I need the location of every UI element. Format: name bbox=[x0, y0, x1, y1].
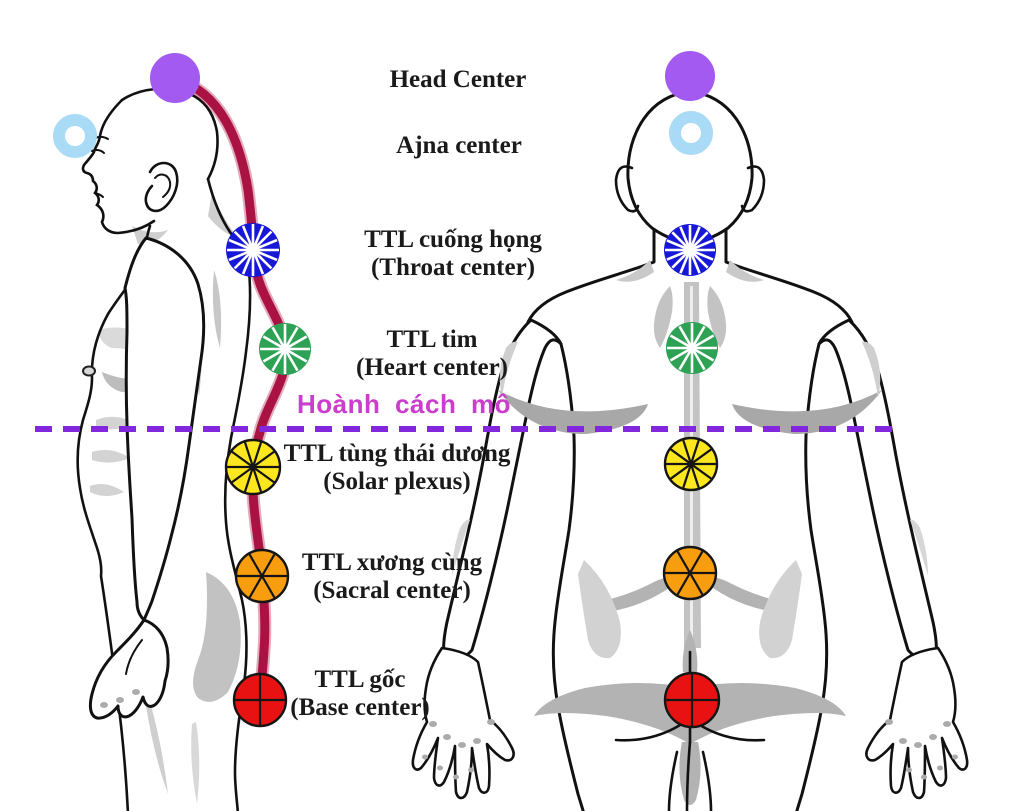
side-ear bbox=[144, 161, 179, 213]
label-ajna-center: Ajna center bbox=[396, 132, 522, 160]
back-right-ear bbox=[740, 165, 766, 213]
back-left-ear bbox=[614, 165, 640, 213]
side-hand bbox=[88, 618, 170, 720]
chakra-throat-side bbox=[226, 223, 280, 277]
label-sacral-vietnamese: TTL xương cùng bbox=[301, 549, 483, 576]
chakra-base-side bbox=[232, 672, 288, 728]
chakra-head-side bbox=[150, 53, 200, 103]
back-left-arm bbox=[442, 318, 563, 660]
label-base-english: (Base center) bbox=[290, 694, 430, 721]
label-solar-plexus: TTL tùng thái dương (Solar plexus) bbox=[284, 440, 511, 496]
chakra-solar-side bbox=[224, 438, 282, 496]
back-right-arm bbox=[817, 318, 938, 660]
label-diaphragm: Hoành cách mô bbox=[297, 390, 511, 418]
side-nipple bbox=[82, 365, 96, 377]
side-body-figure bbox=[76, 87, 252, 811]
label-sacral-english: (Sacral center) bbox=[313, 577, 471, 604]
side-mouth bbox=[94, 192, 104, 198]
side-ear-inner bbox=[154, 173, 172, 198]
label-base-vietnamese: TTL gốc bbox=[314, 666, 406, 693]
label-heart-vietnamese: TTL tim bbox=[386, 326, 478, 353]
label-diaphragm-text: Hoành cách mô bbox=[296, 389, 512, 419]
back-left-hand bbox=[411, 646, 515, 800]
chakra-sacral-side bbox=[234, 548, 290, 604]
spine-energy-line bbox=[172, 75, 291, 705]
chakra-layer bbox=[53, 51, 721, 729]
label-head-center: Head Center bbox=[390, 66, 527, 94]
chakra-head-back bbox=[665, 51, 715, 101]
chakra-solar-back bbox=[663, 436, 719, 492]
side-thumb-line bbox=[125, 639, 143, 675]
label-solar-english: (Solar plexus) bbox=[323, 468, 471, 495]
label-base-center: TTL gốc (Base center) bbox=[290, 666, 430, 722]
chakra-sacral-back bbox=[662, 545, 718, 601]
label-solar-vietnamese: TTL tùng thái dương bbox=[283, 440, 511, 467]
label-head-center-text: Head Center bbox=[389, 66, 527, 93]
back-body-figure bbox=[411, 90, 969, 811]
label-throat-english: (Throat center) bbox=[370, 254, 536, 281]
chakra-ajna-side bbox=[53, 114, 97, 158]
label-throat-vietnamese: TTL cuống họng bbox=[364, 226, 542, 253]
side-skull-outline bbox=[120, 87, 219, 181]
chakra-base-back bbox=[663, 671, 721, 729]
chakra-throat-back bbox=[664, 224, 716, 276]
chakra-heart-side bbox=[259, 323, 311, 375]
label-throat-center: TTL cuống họng (Throat center) bbox=[364, 226, 542, 282]
chakra-heart-back bbox=[666, 322, 718, 374]
side-hand-knuckles bbox=[100, 689, 140, 708]
side-face-profile bbox=[81, 98, 156, 235]
chakra-ajna-back bbox=[669, 111, 713, 155]
label-sacral-center: TTL xương cùng (Sacral center) bbox=[302, 549, 482, 605]
side-eye bbox=[91, 148, 105, 154]
label-heart-english: (Heart center) bbox=[356, 354, 508, 381]
label-ajna-center-text: Ajna center bbox=[396, 132, 522, 159]
label-heart-center: TTL tim (Heart center) bbox=[356, 326, 508, 382]
back-right-hand bbox=[865, 646, 969, 800]
side-back-line bbox=[223, 260, 252, 811]
